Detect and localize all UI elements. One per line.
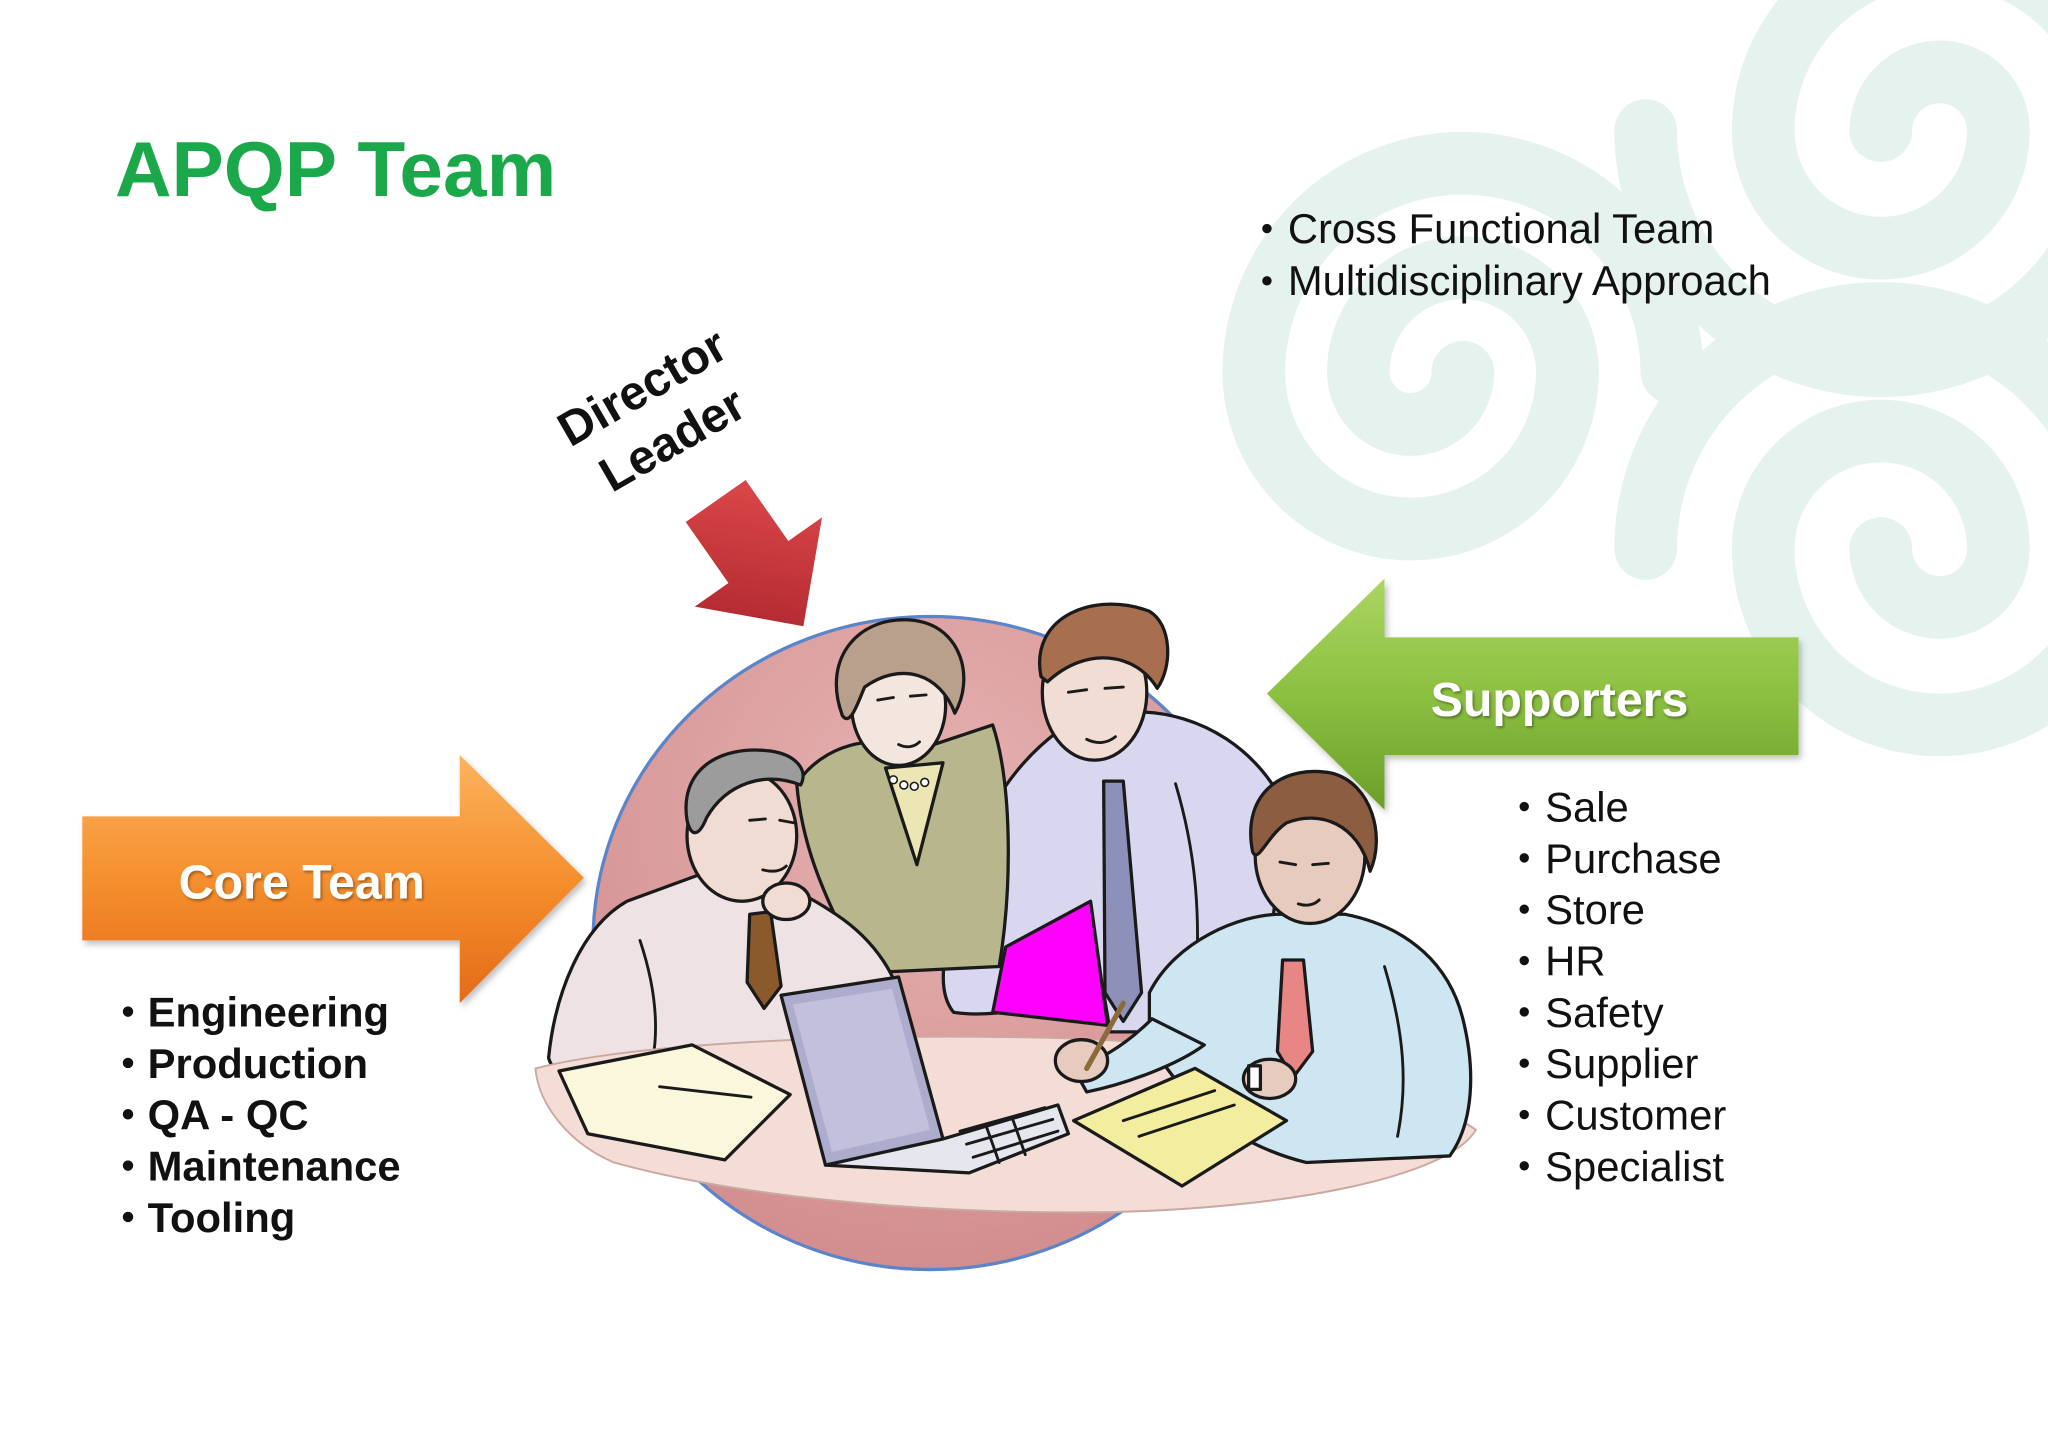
supporters-list: Sale Purchase Store HR Safety Supplier C… [1519, 784, 1726, 1190]
swirl-top-right [1614, 0, 2048, 398]
woman-blouse [883, 761, 945, 867]
notepad-right [1071, 1066, 1289, 1188]
woman-necklace [888, 775, 930, 792]
supporter-item: Specialist [1545, 1143, 1724, 1190]
supporters-arrow-shape [1266, 578, 1799, 810]
supporter-item: Sale [1545, 784, 1629, 831]
bullet-icon [1519, 801, 1529, 812]
left-man-face [748, 817, 796, 873]
supporter-item: Purchase [1545, 835, 1722, 882]
bullet-icon [1519, 1007, 1529, 1017]
team-trait-item: Cross Functional Team [1288, 205, 1715, 252]
notepad [1071, 1066, 1289, 1188]
background-swirl-decoration [1222, 0, 2048, 757]
supporter-item: Safety [1545, 989, 1664, 1036]
team-traits-list: Cross Functional Team Multidisciplinary … [1262, 205, 1771, 304]
supporters-arrow: Supporters [1266, 578, 1799, 810]
laptop [779, 975, 1071, 1175]
right-man-hair [1249, 769, 1378, 873]
team-trait-item: Multidisciplinary Approach [1288, 257, 1771, 304]
paper-sheet [557, 1043, 792, 1162]
left-man-hand [761, 881, 812, 922]
core-team-item: QA - QC [148, 1091, 309, 1138]
standing-man-hair [1037, 602, 1170, 690]
left-man-shirt-fold [638, 938, 658, 1060]
supporter-item: Store [1545, 886, 1645, 933]
core-team-list: Engineering Production QA - QC Maintenan… [122, 989, 401, 1241]
swirl-left [1222, 132, 1704, 561]
right-man-arm [1071, 1017, 1206, 1094]
paper-pen [658, 1085, 753, 1099]
bullet-icon [122, 1211, 134, 1223]
bullet-icon [1519, 1058, 1529, 1068]
core-team-item: Tooling [148, 1194, 296, 1241]
standing-man-tie [1102, 779, 1144, 1024]
bullet-icon [1519, 853, 1529, 863]
director-arrow-shape [685, 480, 823, 627]
supporter-item: Customer [1545, 1092, 1726, 1139]
standing-man-face [1066, 685, 1125, 744]
team-meeting-illustration [534, 602, 1478, 1272]
core-team-item: Engineering [148, 989, 389, 1036]
bullet-icon [1519, 1109, 1529, 1120]
bullet-icon [1262, 276, 1272, 286]
right-man-face [1278, 860, 1330, 907]
woman-face [876, 693, 928, 749]
pencil-icon [1084, 1000, 1126, 1072]
notepad-lines [1121, 1089, 1236, 1138]
bullet-icon [122, 1160, 134, 1171]
bullet-icon [122, 1109, 134, 1120]
bullet-icon [1262, 223, 1272, 234]
core-team-arrow-shape [82, 754, 584, 1004]
director-leader-label: Director Leader [549, 318, 755, 503]
core-team-label: Core Team [179, 856, 425, 910]
core-team-item: Production [148, 1040, 369, 1087]
bullet-icon [122, 1006, 134, 1017]
swirl-middle-right [1614, 282, 2048, 757]
woman-hair [834, 618, 966, 720]
bullet-icon [1519, 1161, 1529, 1171]
wristwatch-icon [1247, 1064, 1263, 1091]
background-gap-magenta [991, 899, 1110, 1027]
right-man-arms [1053, 1000, 1298, 1101]
supporter-item: Supplier [1545, 1040, 1698, 1087]
bullet-icon [1519, 955, 1529, 966]
laptop-screen-glass [792, 988, 930, 1153]
right-man-tie [1275, 958, 1315, 1080]
bullet-icon [1519, 904, 1529, 914]
supporter-item: HR [1545, 938, 1605, 985]
papers-left [557, 1043, 792, 1162]
person-woman [795, 618, 1010, 975]
page-title: APQP Team [115, 125, 556, 213]
core-team-item: Maintenance [148, 1143, 401, 1190]
laptop-keyboard [958, 1106, 1060, 1164]
supporters-label: Supporters [1431, 673, 1689, 727]
bullet-icon [122, 1057, 134, 1069]
left-man-hair [684, 748, 805, 835]
director-arrow [685, 480, 823, 627]
right-man-shirt-fold [1383, 965, 1405, 1138]
core-team-arrow: Core Team [82, 754, 584, 1004]
